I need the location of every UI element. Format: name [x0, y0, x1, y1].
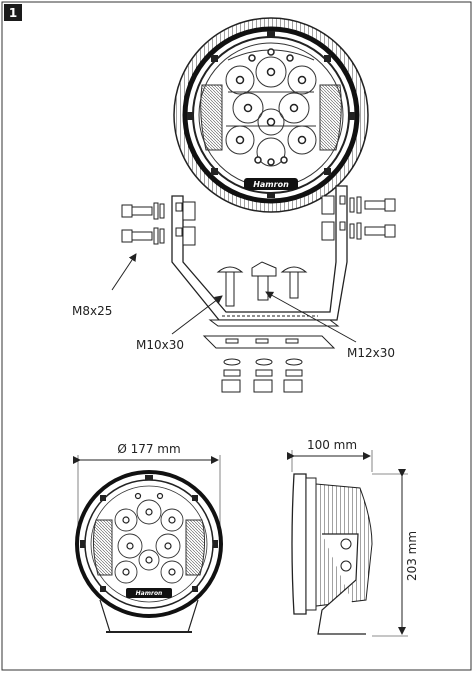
dimension-depth: 100 mm [307, 438, 357, 452]
brand-logo-large: Hamron [253, 180, 289, 189]
brand-logo-small: Hamron [136, 590, 163, 597]
light-front-view-small: Hamron [73, 455, 223, 633]
label-m8x25: M8x25 [72, 304, 112, 318]
mounting-bracket-exploded [111, 185, 396, 393]
label-m10x30: M10x30 [136, 338, 184, 352]
label-m12x30: M12x30 [347, 346, 395, 360]
step-badge: 1 [4, 4, 22, 21]
dimension-diameter: Ø 177 mm [117, 442, 180, 456]
dimension-height: 203 mm [405, 531, 419, 581]
step-number: 1 [9, 6, 17, 20]
light-front-view-large: Hamron [173, 17, 369, 213]
light-side-view [287, 450, 408, 637]
